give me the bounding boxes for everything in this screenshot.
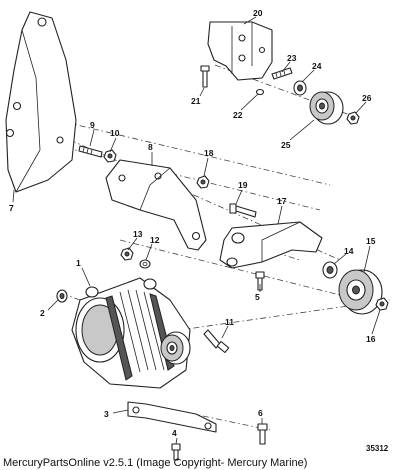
washer-part-12: [139, 259, 151, 269]
spacer-part-2: [56, 289, 68, 303]
callout-12: 12: [150, 235, 160, 245]
copyright-footer: MercuryPartsOnline v2.5.1 (Image Copyrig…: [3, 457, 307, 469]
bolt-part-11: [203, 329, 230, 354]
callout-20: 20: [253, 8, 263, 18]
spacer-part-14: [322, 261, 338, 279]
tensioner-pulley-part-15: [338, 269, 383, 315]
callout-21: 21: [191, 96, 201, 106]
middle-bracket-part-8: [105, 159, 207, 251]
nut-part-26: [346, 111, 360, 125]
callout-22: 22: [233, 110, 243, 120]
callout-1: 1: [76, 258, 81, 268]
callout-2: 2: [40, 308, 45, 318]
callout-11: 11: [225, 317, 234, 327]
spacer-part-24: [293, 80, 307, 96]
bolt-part-19: [229, 203, 257, 218]
callout-16: 16: [366, 334, 376, 344]
callout-leader-lines: [12, 16, 381, 445]
nut-part-10: [103, 149, 117, 163]
stud-part-23: [271, 67, 293, 80]
lower-brace-part-3: [127, 401, 217, 433]
upper-bracket-part-20: [207, 21, 273, 81]
callout-18: 18: [204, 148, 214, 158]
callout-9: 9: [90, 120, 95, 130]
callout-10: 10: [110, 128, 120, 138]
diagram-reference-number: 35312: [366, 444, 389, 453]
callout-5: 5: [255, 292, 260, 302]
callout-numbers: 1 2 3 4 5 6 7 8 9 10 11 12 13 14 15 16 1…: [9, 8, 376, 438]
callout-25: 25: [281, 140, 291, 150]
callout-23: 23: [287, 53, 297, 63]
bolt-part-6: [257, 423, 268, 445]
tensioner-arm-part-17: [219, 221, 323, 269]
callout-7: 7: [9, 203, 14, 213]
callout-24: 24: [312, 61, 322, 71]
nut-part-13: [120, 247, 134, 261]
stud-part-9: [78, 145, 103, 158]
alternator-part-1: [71, 277, 191, 389]
callout-13: 13: [133, 229, 143, 239]
callout-8: 8: [148, 142, 153, 152]
callout-19: 19: [238, 180, 248, 190]
callout-26: 26: [362, 93, 372, 103]
bolt-part-21: [200, 65, 210, 88]
callout-3: 3: [104, 409, 109, 419]
nut-part-16: [375, 297, 389, 311]
nut-part-18: [196, 175, 210, 189]
idler-pulley-part-25: [309, 91, 344, 125]
callout-6: 6: [258, 408, 263, 418]
callout-15: 15: [366, 236, 376, 246]
callout-4: 4: [172, 428, 177, 438]
callout-17: 17: [277, 196, 287, 206]
callout-14: 14: [344, 246, 354, 256]
mounting-bracket-part-7: [5, 11, 77, 193]
washer-part-22: [255, 88, 265, 96]
